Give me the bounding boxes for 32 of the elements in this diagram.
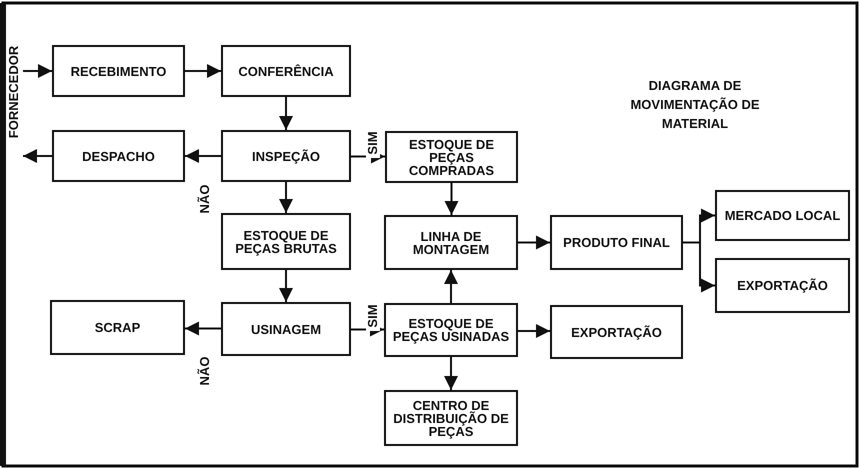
process-box: USINAGEM: [221, 302, 351, 356]
process-box: SCRAP: [50, 300, 185, 355]
arrow: [444, 183, 458, 215]
process-box: DESPACHO: [52, 130, 185, 182]
edge-label: NÃO: [198, 184, 212, 214]
arrow: [185, 322, 221, 336]
arrow: [279, 97, 293, 130]
process-box: RECEBIMENTO: [52, 45, 185, 97]
arrow: [518, 236, 550, 250]
process-box: CONFERÊNCIA: [221, 45, 351, 97]
process-box: ESTOQUE DE PEÇAS COMPRADAS: [385, 131, 518, 183]
arrow: [279, 270, 293, 302]
arrow: [683, 242, 715, 292]
process-box: EXPORTAÇÃO: [715, 258, 850, 313]
process-box: ESTOQUE DE PEÇAS BRUTAS: [221, 213, 351, 270]
process-box: PRODUTO FINAL: [550, 215, 683, 270]
diagram-title: DIAGRAMA DE MOVIMENTAÇÃO DE MATERIAL: [629, 77, 761, 133]
arrow: [23, 149, 52, 163]
process-box: INSPEÇÃO: [221, 130, 351, 182]
arrow: [444, 270, 458, 303]
arrow: [185, 64, 221, 78]
process-box: ESTOQUE DE PEÇAS USINADAS: [384, 303, 518, 357]
process-box: EXPORTAÇÃO: [550, 305, 683, 359]
arrow: [279, 182, 293, 213]
process-box: MERCADO LOCAL: [715, 190, 850, 241]
edge-label: NÃO: [198, 356, 212, 386]
arrow: [518, 324, 550, 338]
arrow: [444, 357, 458, 390]
arrow: [185, 149, 221, 163]
arrow: [23, 64, 52, 78]
process-box: LINHA DE MONTAGEM: [384, 215, 518, 270]
process-box: CENTRO DE DISTRIBUIÇÃO DE PEÇAS: [384, 390, 518, 446]
